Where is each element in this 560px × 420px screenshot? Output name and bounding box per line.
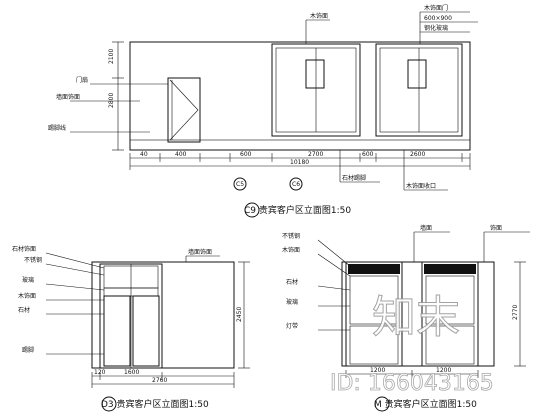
c9-label-size: 600×900 [424,15,452,22]
d3-label-3: 玻璃 [22,276,34,284]
m-label-3: 石材 [286,278,298,286]
c9-left-notes: 门扇 墙面饰面 踢脚线 [48,76,168,133]
d3-label-7: 踢脚 [22,346,34,354]
m-top-notes: 墙面 饰面 [413,224,530,262]
c9-label-bottom-a: 石材踢脚 [342,174,366,182]
c9-dim-total: 10180 [290,159,309,166]
watermark-id: ID: 166043165 [330,371,494,396]
d3-wall [91,261,235,369]
d3-label-4: 木饰面 [18,292,36,300]
m-label-4: 玻璃 [286,298,298,306]
c9-label-panel-b: 木饰面门 [424,4,448,12]
c9-title: C9 贵宾客户区立面图1:50 [244,204,351,216]
elevation-m: 不锈钢 木饰面 石材 玻璃 灯带 墙面 饰面 2770 1200 1 [282,224,530,412]
m-label-7: 饰面 [490,224,502,232]
c9-bubble-1: C5 [236,181,244,188]
m-left-notes: 不锈钢 木饰面 石材 玻璃 灯带 [282,232,351,331]
c9-dim-d5: 2600 [410,151,425,158]
c9-dim-left: 40 [140,151,148,158]
c9-dim-d4: 600 [362,151,374,158]
d3-label-6: 墙面饰面 [188,248,212,256]
c9-label-door: 门扇 [76,76,88,84]
c9-dim-d2: 600 [240,151,252,158]
d3-door-right [132,295,160,367]
d3-title: D3 贵宾客户区立面图1:50 [101,398,209,410]
m-dim-h: 2770 [512,305,519,320]
d3-dim-w2: 120 [94,369,106,376]
m-label-2: 木饰面 [282,246,300,254]
c9-panel-1 [271,43,361,137]
m-label-5: 灯带 [286,322,298,330]
c9-top-notes: 木饰面 木饰面门 600×900 钢化玻璃 [305,4,478,44]
d3-dim-total: 2760 [152,377,167,384]
watermark-logo: 知末 [372,292,460,343]
c9-window-2 [407,59,427,89]
c9-window-1 [305,59,325,89]
c9-dim-h1: 2100 [108,49,115,64]
m-label-6: 墙面 [420,224,432,232]
c9-door [167,77,201,143]
d3-label-2: 不锈钢 [24,256,42,264]
d3-dim-w1: 1600 [124,369,139,376]
d3-door-left [103,295,131,367]
c9-label-bottom-b: 木饰面收口 [406,182,436,190]
c9-bubble-2: C6 [292,181,300,188]
c9-panel-2 [375,43,463,137]
c9-label-skirting: 踢脚线 [48,124,66,132]
elevation-c9: 2800 2100 门扇 墙面饰面 踢脚线 木饰面 木饰面门 600×900 钢… [48,4,478,218]
m-label-1: 不锈钢 [282,232,300,240]
watermark: 知末 ID: 166043165 [330,292,495,397]
d3-label-1: 石材饰面 [12,245,36,253]
d3-label-5: 石材 [18,306,30,314]
c9-label-glass: 钢化玻璃 [424,24,448,32]
m-dim-w2: 1200 [436,367,451,374]
elevation-d3: 石材饰面 不锈钢 玻璃 木饰面 石材 踢脚 墙面饰面 2450 120 1600… [12,245,250,412]
c9-dim-d1: 400 [175,151,187,158]
c9-dim-h2: 2800 [108,93,115,108]
d3-dim-h: 2450 [236,307,243,322]
c9-skirting [129,139,471,151]
d3-left-notes: 石材饰面 不锈钢 玻璃 木饰面 石材 踢脚 [12,245,105,355]
m-title: M 贵宾客户区立面图1:50 [374,398,477,410]
m-dim-w1: 1200 [370,367,385,374]
c9-dim-d3: 2700 [308,151,323,158]
c9-label-panel-a: 木饰面 [310,12,328,20]
c9-label-wall: 墙面饰面 [56,93,80,101]
